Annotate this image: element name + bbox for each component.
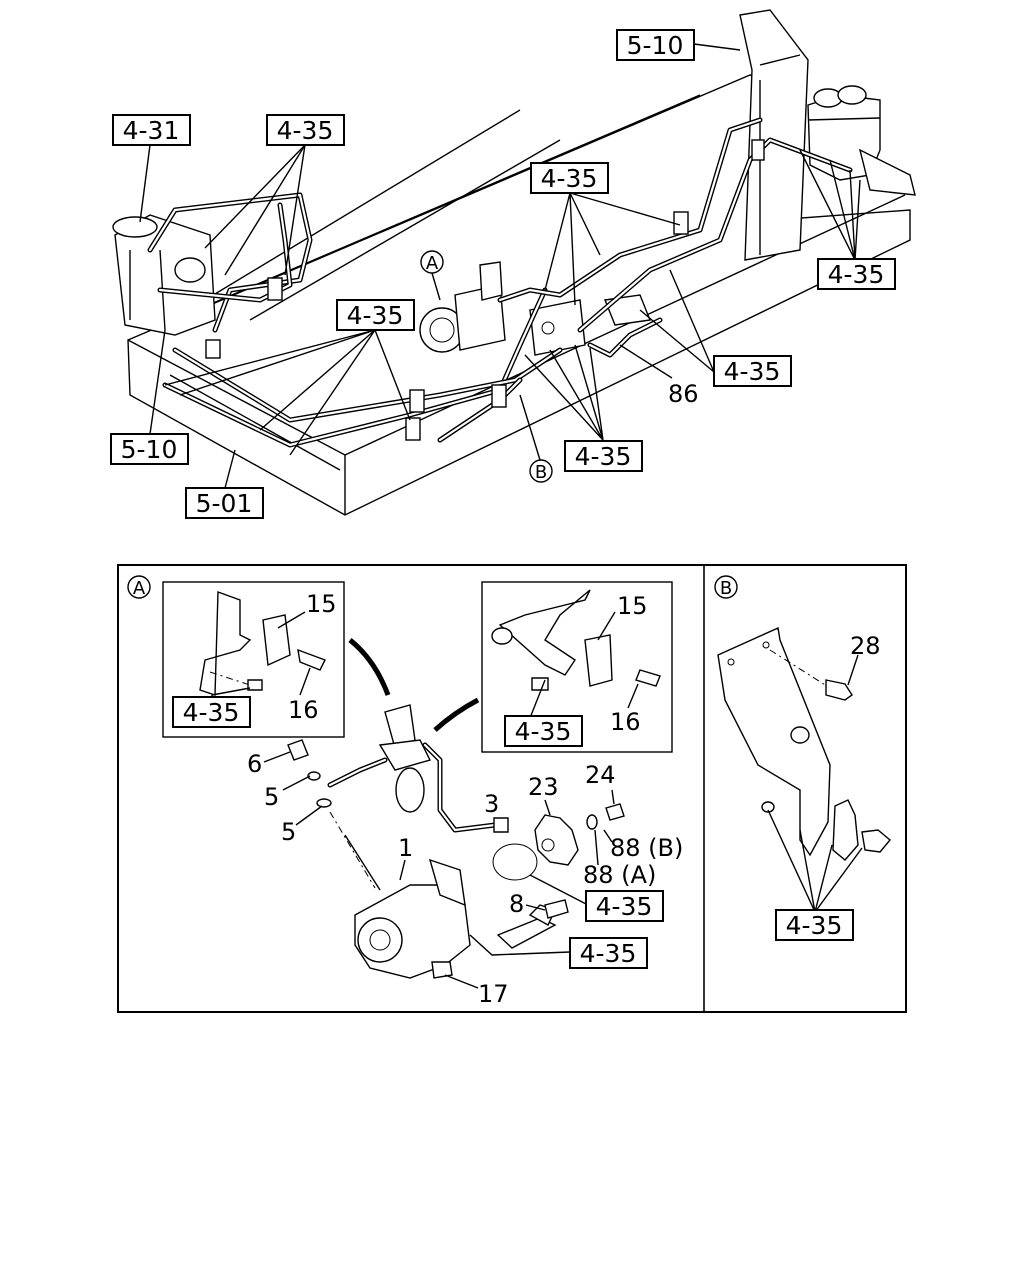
part-number-24: 24 bbox=[585, 761, 616, 789]
marker-letter: B bbox=[535, 462, 547, 483]
part-number-16: 16 bbox=[610, 708, 641, 736]
part-number-88-a: 88 (A) bbox=[583, 861, 656, 889]
part-number-15: 15 bbox=[306, 590, 337, 618]
ref-label[interactable]: 5-10 bbox=[121, 435, 178, 464]
detail-b: B 4-35 28 bbox=[714, 575, 891, 941]
inset-right: 4-35 15 16 bbox=[481, 581, 673, 753]
part-number-6: 6 bbox=[247, 750, 262, 778]
part-number-16: 16 bbox=[288, 696, 319, 724]
marker-letter: A bbox=[133, 578, 146, 599]
cab-pillar bbox=[739, 9, 809, 261]
inset-left: 4-35 15 16 bbox=[162, 581, 345, 738]
part-number-15: 15 bbox=[617, 592, 648, 620]
small-hardware bbox=[263, 739, 332, 826]
ref-label[interactable]: 4-35 bbox=[277, 116, 334, 145]
power-steering-pump bbox=[419, 261, 506, 353]
pipe-bracket-assembly bbox=[327, 704, 509, 833]
ref-label[interactable]: 5-10 bbox=[627, 31, 684, 60]
part-number-28: 28 bbox=[850, 632, 881, 660]
oil-reservoir-tank bbox=[807, 85, 916, 196]
part-number-86: 86 bbox=[668, 380, 699, 408]
part-number-3: 3 bbox=[484, 790, 499, 818]
pipe-clamps bbox=[205, 139, 765, 441]
detail-a: A 4-35 15 16 bbox=[127, 575, 683, 1008]
part-number-23: 23 bbox=[528, 773, 559, 801]
detail-a-marker: A bbox=[127, 575, 151, 599]
ref-label[interactable]: 4-35 bbox=[596, 892, 653, 921]
part-number-5: 5 bbox=[264, 783, 279, 811]
overview-reference-labels: 5-10 4-31 4-35 4-35 4-35 4-35 4-35 4-35 … bbox=[110, 29, 896, 519]
bolt-28 bbox=[825, 654, 859, 701]
ref-label[interactable]: 4-35 bbox=[515, 717, 572, 746]
ref-label[interactable]: 4-35 bbox=[541, 164, 598, 193]
part-number-1: 1 bbox=[398, 834, 413, 862]
marker-letter: B bbox=[720, 578, 732, 599]
flange-pipe bbox=[469, 899, 571, 956]
ref-label[interactable]: 4-35 bbox=[724, 357, 781, 386]
ref-label[interactable]: 4-31 bbox=[123, 116, 180, 145]
part-number-8: 8 bbox=[509, 890, 524, 918]
o-ring bbox=[492, 843, 589, 906]
ref-label[interactable]: 4-35 bbox=[575, 442, 632, 471]
callout-arc-left bbox=[348, 638, 391, 696]
pump-gear bbox=[534, 789, 625, 866]
valve-block bbox=[529, 294, 651, 356]
pump-body bbox=[329, 811, 479, 989]
overview-leader-lines bbox=[139, 43, 861, 489]
ref-label[interactable]: 4-35 bbox=[347, 301, 404, 330]
callout-arc-right bbox=[433, 697, 480, 732]
part-number-17: 17 bbox=[478, 980, 509, 1008]
ref-label[interactable]: 4-35 bbox=[183, 698, 240, 727]
mounting-bracket bbox=[717, 626, 891, 861]
ref-label[interactable]: 4-35 bbox=[828, 260, 885, 289]
ref-label[interactable]: 4-35 bbox=[580, 939, 637, 968]
detail-b-leaders bbox=[767, 809, 863, 913]
ref-label[interactable]: 5-01 bbox=[196, 489, 253, 518]
part-number-5: 5 bbox=[281, 818, 296, 846]
part-number-88-b: 88 (B) bbox=[610, 834, 683, 862]
detail-marker-b: B bbox=[529, 459, 553, 483]
ref-label[interactable]: 4-35 bbox=[786, 911, 843, 940]
detail-marker-a: A bbox=[420, 250, 444, 274]
booster-unit-left bbox=[112, 214, 216, 336]
marker-letter: A bbox=[426, 253, 439, 274]
detail-b-marker: B bbox=[714, 575, 738, 599]
overview-drawing: 5-10 4-31 4-35 4-35 4-35 4-35 4-35 4-35 … bbox=[110, 9, 916, 519]
